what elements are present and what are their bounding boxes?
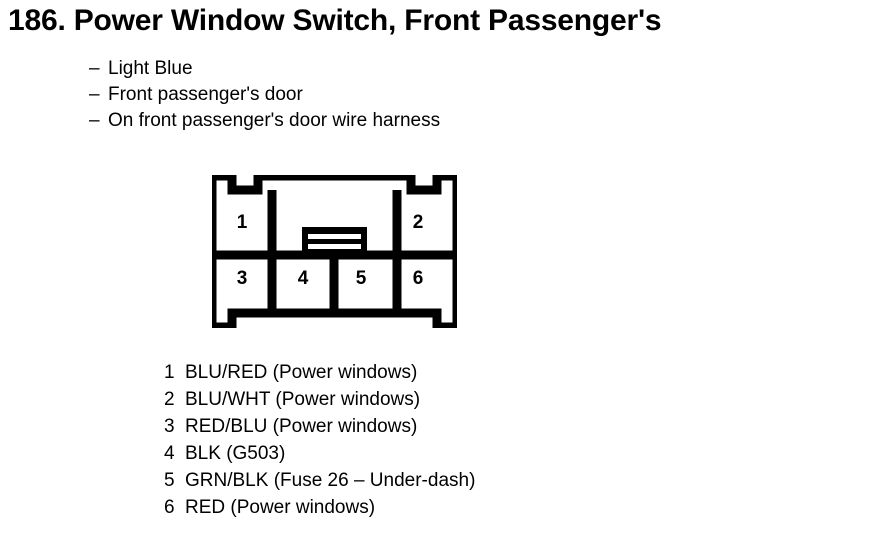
pin-legend-number: 3: [164, 416, 175, 437]
connector-pin-3-number: 3: [236, 268, 248, 289]
pin-legend-row: 1 BLU/RED (Power windows): [164, 359, 475, 386]
pin-legend-description: BLU/WHT (Power windows): [185, 389, 421, 410]
pin-legend-row: 3 RED/BLU (Power windows): [164, 413, 475, 440]
connector-pin-2-number: 2: [412, 212, 424, 233]
pin-legend-description: GRN/BLK (Fuse 26 – Under-dash): [185, 470, 476, 491]
dash-bullet-icon: –: [89, 84, 100, 105]
attribute-label: Light Blue: [108, 58, 193, 79]
attribute-item-location: – Front passenger's door: [89, 82, 689, 108]
pin-legend-list: 1 BLU/RED (Power windows) 2 BLU/WHT (Pow…: [164, 359, 475, 521]
pin-legend-row: 2 BLU/WHT (Power windows): [164, 386, 475, 413]
connector-pin-5-number: 5: [355, 268, 367, 289]
pin-legend-number: 1: [164, 362, 175, 383]
pin-legend-description: RED (Power windows): [185, 497, 376, 518]
connector-body-path: [212, 175, 457, 328]
pin-legend-number: 6: [164, 497, 175, 518]
attribute-label: Front passenger's door: [108, 84, 303, 105]
page-title: 186. Power Window Switch, Front Passenge…: [8, 4, 662, 37]
connector-pin-4-number: 4: [297, 268, 309, 289]
locking-tab-slot-lower: [308, 244, 361, 249]
attribute-item-color: – Light Blue: [89, 56, 689, 82]
pin-legend-description: BLK (G503): [185, 443, 286, 464]
pin-legend-description: RED/BLU (Power windows): [185, 416, 418, 437]
locking-tab-icon: [302, 227, 367, 255]
locking-tab-slot-upper: [308, 234, 361, 239]
attribute-list: – Light Blue – Front passenger's door – …: [89, 56, 689, 134]
connector-diagram: 1 2 3 4 5 6: [212, 175, 457, 328]
pin-legend-row: 5 GRN/BLK (Fuse 26 – Under-dash): [164, 467, 475, 494]
attribute-label: On front passenger's door wire harness: [108, 110, 441, 131]
connector-pin-6-number: 6: [412, 268, 424, 289]
pin-legend-row: 4 BLK (G503): [164, 440, 475, 467]
pin-legend-description: BLU/RED (Power windows): [185, 362, 418, 383]
pin-legend-number: 2: [164, 389, 175, 410]
pin-legend-number: 5: [164, 470, 175, 491]
connector-outline-icon: [212, 175, 457, 328]
pin-legend-number: 4: [164, 443, 175, 464]
attribute-item-harness: – On front passenger's door wire harness: [89, 108, 689, 134]
dash-bullet-icon: –: [89, 58, 100, 79]
connector-pin-1-number: 1: [236, 212, 248, 233]
pin-legend-row: 6 RED (Power windows): [164, 494, 475, 521]
dash-bullet-icon: –: [89, 110, 100, 131]
